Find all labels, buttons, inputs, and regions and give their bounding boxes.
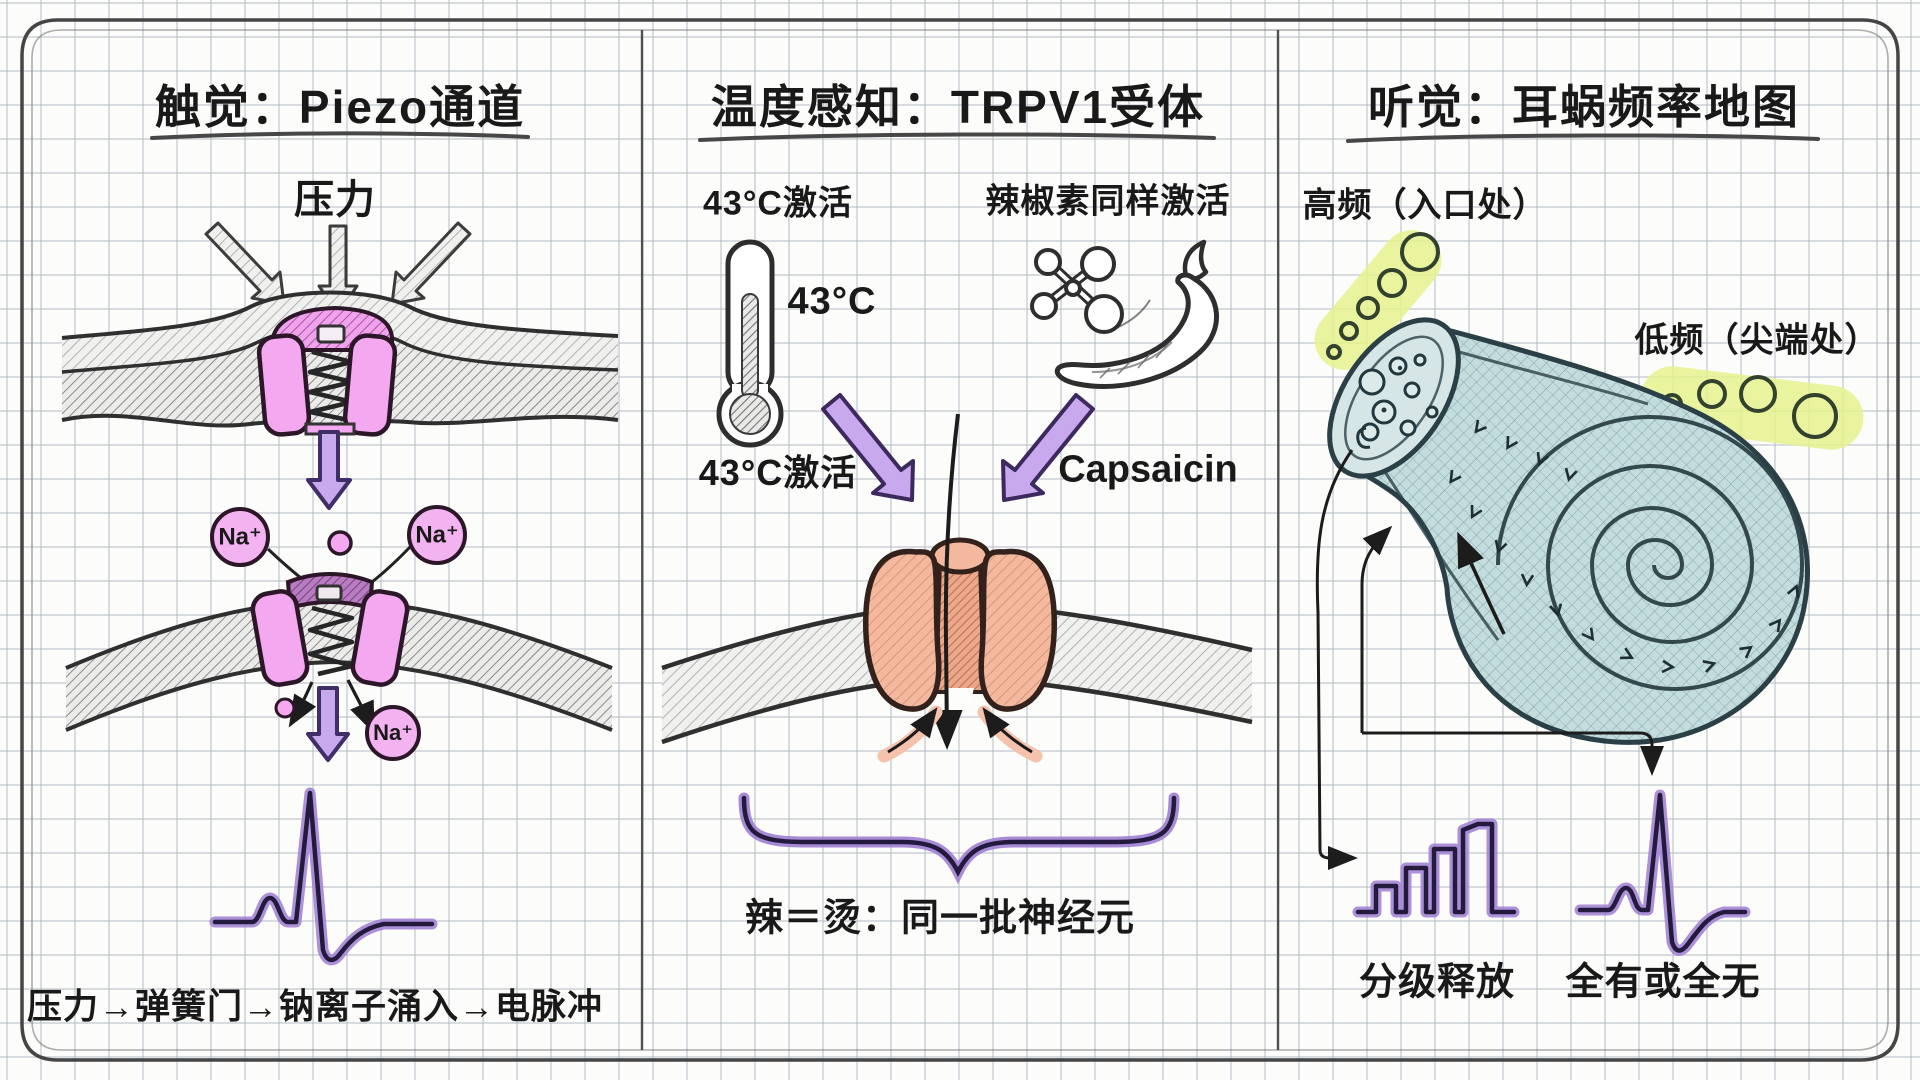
trpv1-panel-art bbox=[661, 239, 1253, 885]
capsaicin-heading: 辣椒素同样激活 bbox=[985, 182, 1231, 221]
touch-panel-title: 触觉：Piezo通道 bbox=[154, 81, 526, 133]
heat-arrow-icon bbox=[821, 393, 915, 502]
activation-arrow-icon bbox=[306, 430, 352, 510]
sodium-label-right: Na⁺ bbox=[415, 521, 459, 549]
thermometer-reading: 43°C bbox=[787, 280, 877, 323]
heat-heading: 43°C激活 bbox=[703, 184, 853, 223]
piezo-channel-open bbox=[250, 572, 410, 687]
pressure-label: 压力 bbox=[294, 178, 376, 222]
capsaicin-arrow-icon bbox=[1001, 393, 1095, 502]
stimulus-arrows bbox=[821, 393, 1095, 502]
title-underlines bbox=[150, 131, 1820, 143]
sodium-ion-bottom bbox=[365, 705, 421, 761]
heat-arrow-label: 43°C激活 bbox=[698, 452, 858, 493]
temperature-panel-title: 温度感知：TRPV1受体 bbox=[710, 81, 1206, 133]
high-freq-label: 高频（入口处） bbox=[1302, 186, 1548, 225]
sodium-ion-right bbox=[407, 505, 467, 565]
ion-dot bbox=[327, 530, 353, 556]
touch-caption: 压力→弹簧门→钠离子涌入→电脉冲 bbox=[26, 987, 604, 1027]
sketch-frame bbox=[20, 18, 1900, 1062]
hearing-panel-title: 听觉：耳蜗频率地图 bbox=[1368, 81, 1800, 133]
cochlea-panel-art bbox=[1314, 230, 1864, 956]
sodium-label-left: Na⁺ bbox=[218, 523, 262, 551]
graded-release-label: 分级释放 bbox=[1358, 961, 1516, 1004]
sound-travel-arrow bbox=[1457, 531, 1506, 635]
low-freq-circles bbox=[1661, 375, 1838, 439]
capsaicin-molecule-icon bbox=[1030, 246, 1124, 334]
sodium-ion-left bbox=[210, 507, 270, 567]
ion-dot-small bbox=[274, 697, 296, 719]
high-freq-circles bbox=[1326, 232, 1440, 360]
sodium-label-bottom: Na⁺ bbox=[373, 720, 413, 745]
cochlea-icon bbox=[1327, 317, 1810, 745]
brace-icon bbox=[738, 792, 1180, 885]
all-or-none-label: 全有或全无 bbox=[1565, 961, 1761, 1004]
action-potential-waveform bbox=[209, 787, 438, 966]
graded-release-waveform bbox=[1352, 818, 1520, 918]
piezo-channel-closed bbox=[256, 305, 398, 437]
touch-panel-art bbox=[61, 221, 619, 966]
influx-arrow-icon bbox=[306, 686, 350, 762]
panel-divider-2 bbox=[1276, 29, 1280, 1051]
trpv1-channel bbox=[863, 537, 1057, 714]
low-freq-label: 低频（尖端处） bbox=[1634, 321, 1880, 360]
ion-through-arrow bbox=[930, 413, 963, 750]
all-or-none-waveform bbox=[1574, 789, 1751, 956]
chili-pepper-icon bbox=[1054, 239, 1220, 389]
inflow-swooshes bbox=[877, 705, 1043, 763]
pressure-arrows-icon bbox=[204, 221, 472, 316]
opening-bubbles bbox=[1358, 353, 1439, 442]
connector-lines bbox=[1315, 449, 1664, 870]
thermometer-icon bbox=[716, 239, 784, 448]
temperature-caption: 辣＝烫：同一批神经元 bbox=[744, 897, 1136, 940]
panel-divider-1 bbox=[640, 29, 644, 1051]
capsaicin-arrow-label: Capsaicin bbox=[1058, 448, 1238, 491]
